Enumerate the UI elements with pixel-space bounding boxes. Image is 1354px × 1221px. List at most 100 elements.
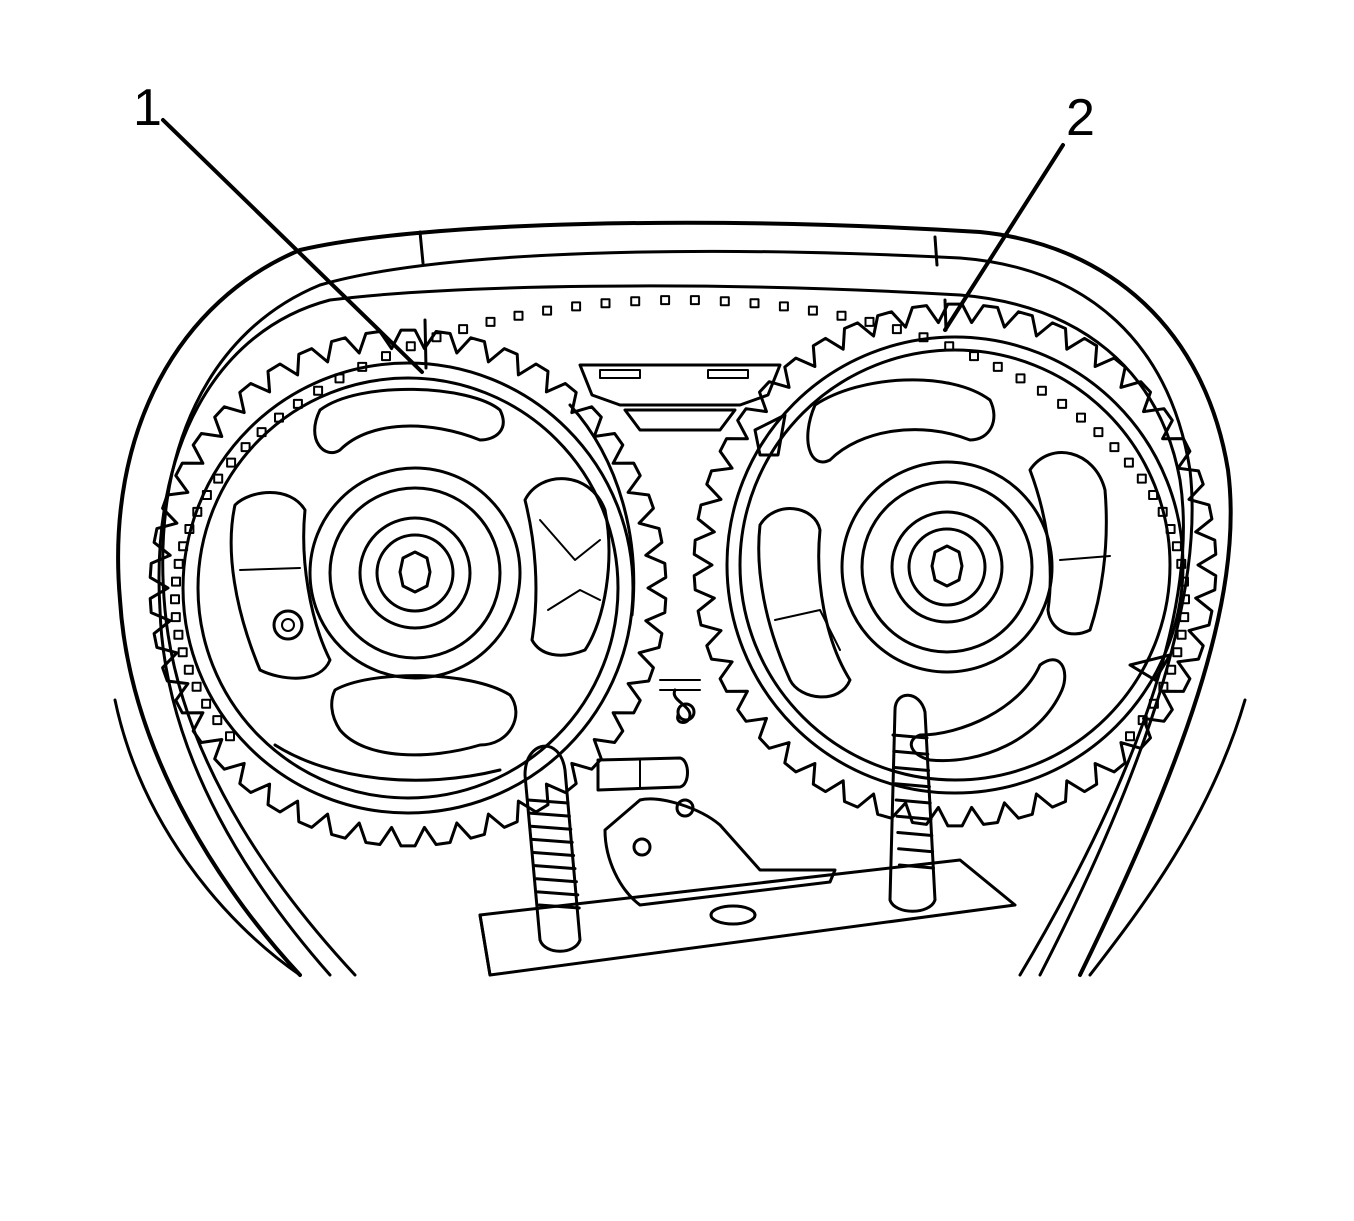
sprocket-1-teeth bbox=[148, 328, 668, 848]
center-belt-run bbox=[578, 363, 782, 724]
belt-tooth bbox=[542, 305, 553, 316]
sprocket-1-slot-bottom bbox=[330, 674, 518, 757]
belt-tooth bbox=[240, 442, 251, 453]
pin-ring bbox=[529, 824, 573, 831]
belt-tooth bbox=[1166, 664, 1177, 675]
belt-tooth bbox=[1148, 698, 1159, 709]
belt-tooth bbox=[212, 715, 223, 726]
belt-tooth bbox=[689, 295, 700, 306]
belt-tooth bbox=[183, 664, 194, 675]
callout-leaders bbox=[161, 118, 1065, 374]
belt-tooth bbox=[1179, 612, 1190, 623]
pin-ring bbox=[537, 903, 581, 910]
pin-ring bbox=[536, 890, 580, 897]
callout-2-label: 2 bbox=[1066, 89, 1095, 147]
belt-tooth bbox=[1093, 427, 1104, 438]
belt-tooth bbox=[1015, 373, 1026, 384]
torx-bolt-1-icon bbox=[398, 550, 432, 594]
pin-ring bbox=[526, 798, 570, 805]
belt-tooth bbox=[719, 296, 730, 307]
pin-ring bbox=[534, 877, 578, 884]
belt-tooth bbox=[600, 298, 611, 309]
belt-tooth bbox=[170, 612, 181, 623]
belt-tooth bbox=[778, 301, 789, 312]
camshaft-sprocket-2 bbox=[692, 298, 1218, 828]
sensor-connector bbox=[596, 756, 689, 792]
belt-tooth bbox=[171, 576, 181, 587]
belt-tooth bbox=[1136, 473, 1147, 484]
pin-ring bbox=[527, 811, 571, 818]
belt-tooth bbox=[1057, 398, 1068, 409]
belt-tooth bbox=[1076, 412, 1086, 423]
locking-pin-left-rings bbox=[526, 798, 581, 910]
belt-tooth bbox=[749, 298, 760, 309]
sprocket-1-timing-mark bbox=[423, 318, 428, 370]
locking-pin-left bbox=[523, 744, 582, 953]
pin-ring bbox=[893, 782, 931, 789]
sprocket-1-slot-left bbox=[229, 491, 332, 680]
belt-tooth bbox=[201, 698, 212, 709]
belt-tooth bbox=[177, 647, 188, 658]
belt-tooth bbox=[225, 731, 235, 742]
sprocket-2-slot-right bbox=[1028, 451, 1108, 636]
belt-tooth bbox=[891, 324, 902, 335]
sprocket-2-slot-left bbox=[757, 507, 852, 699]
teeth-1-outline bbox=[148, 328, 668, 848]
belt-tooth bbox=[1036, 385, 1047, 396]
callout-1-leader bbox=[161, 118, 424, 374]
callout-1-label: 1 bbox=[133, 79, 162, 137]
belt-tooth bbox=[992, 361, 1003, 372]
pin-ring bbox=[897, 863, 935, 870]
belt-tooth bbox=[513, 310, 524, 321]
sprocket-1-slot-right bbox=[523, 477, 611, 657]
timing-belt bbox=[157, 284, 1190, 977]
belt-tooth bbox=[1176, 558, 1187, 569]
belt-tooth bbox=[1171, 541, 1182, 552]
locking-pin-right bbox=[888, 693, 937, 913]
pin-ring bbox=[894, 798, 932, 805]
belt-tooth bbox=[485, 316, 496, 327]
belt-teeth bbox=[170, 295, 1190, 742]
belt-tooth bbox=[807, 305, 818, 316]
center-hole bbox=[676, 702, 696, 722]
callout-2-leader bbox=[943, 143, 1065, 332]
belt-tooth bbox=[571, 301, 582, 312]
plate-hole bbox=[709, 904, 757, 926]
belt-tooth bbox=[864, 316, 875, 327]
belt-tooth bbox=[1176, 629, 1187, 640]
belt-tooth bbox=[226, 457, 237, 468]
belt-tooth bbox=[213, 473, 224, 484]
belt-tooth bbox=[173, 629, 184, 640]
camshaft-locking-tool bbox=[478, 693, 1017, 977]
belt-tooth bbox=[191, 681, 202, 692]
rear-belt-cover bbox=[113, 220, 1247, 977]
belt-tooth bbox=[969, 351, 979, 362]
pin-ring bbox=[532, 851, 576, 857]
belt-tooth bbox=[1125, 731, 1135, 742]
belt-tooth bbox=[458, 324, 469, 335]
sprocket-2-teeth bbox=[692, 302, 1218, 828]
tool-bracket bbox=[603, 797, 837, 907]
pin-ring bbox=[891, 733, 929, 740]
sprocket-2-slot-top bbox=[806, 378, 996, 464]
belt-tooth bbox=[313, 385, 324, 396]
belt-tooth bbox=[660, 295, 671, 306]
pin-ring bbox=[893, 766, 931, 772]
locking-pin-right-rings bbox=[891, 733, 935, 870]
belt-tooth bbox=[170, 594, 180, 605]
camshaft-sprocket-1 bbox=[148, 318, 668, 848]
torx-bolt-2-icon bbox=[930, 544, 964, 588]
pin-ring bbox=[896, 831, 934, 837]
pin-ring bbox=[533, 864, 577, 871]
belt-tooth bbox=[405, 341, 416, 352]
belt-tooth bbox=[173, 558, 184, 569]
belt-tooth bbox=[1123, 457, 1134, 468]
screw-icon bbox=[272, 609, 304, 641]
belt-tooth bbox=[1172, 647, 1183, 658]
pin-ring bbox=[897, 847, 935, 854]
sprocket-2-slot-bottom bbox=[909, 658, 1067, 763]
teeth-2-outline bbox=[692, 302, 1218, 828]
sprocket-1-slot-top bbox=[313, 387, 505, 454]
